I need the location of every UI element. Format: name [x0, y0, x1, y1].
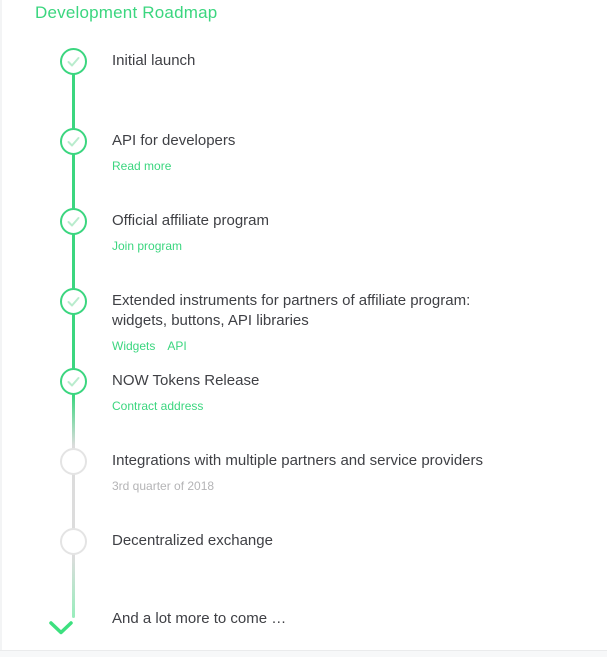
milestone-title: NOW Tokens Release [112, 372, 260, 389]
milestone-title: And a lot more to come … [112, 610, 287, 627]
roadmap-item-extended-instruments: Extended instruments for partners of aff… [60, 288, 589, 353]
check-icon [67, 57, 80, 67]
roadmap-item-affiliate-program: Official affiliate program Join program [60, 208, 589, 253]
roadmap-item-now-tokens-release: NOW Tokens Release Contract address [60, 368, 589, 413]
join-program-link[interactable]: Join program [112, 239, 183, 253]
milestone-marker-done [60, 368, 87, 395]
milestone-marker-upcoming [60, 448, 87, 475]
milestone-title: Integrations with multiple partners and … [112, 452, 484, 469]
roadmap-item-decentralized-exchange: Decentralized exchange [60, 528, 589, 555]
milestone-marker-more [49, 606, 87, 635]
bottom-section-divider [0, 650, 607, 657]
milestone-marker-done [60, 208, 87, 235]
roadmap-item-initial-launch: Initial launch [60, 48, 589, 75]
roadmap-item-integrations: Integrations with multiple partners and … [60, 448, 589, 493]
check-icon [67, 217, 80, 227]
milestone-title: Decentralized exchange [112, 532, 273, 549]
milestone-title: Extended instruments for partners of aff… [112, 292, 471, 329]
widgets-link[interactable]: Widgets [112, 339, 156, 353]
contract-address-link[interactable]: Contract address [112, 399, 204, 413]
check-icon [67, 137, 80, 147]
milestone-title: Official affiliate program [112, 212, 270, 229]
timeline-connector-line [72, 62, 75, 618]
api-link[interactable]: API [167, 339, 187, 353]
milestone-date-note: 3rd quarter of 2018 [112, 479, 215, 493]
milestone-marker-upcoming [60, 528, 87, 555]
chevron-down-icon [49, 621, 73, 635]
milestone-marker-done [60, 128, 87, 155]
milestone-title: Initial launch [112, 52, 196, 69]
milestone-marker-done [60, 288, 87, 315]
milestone-marker-done [60, 48, 87, 75]
milestone-title: API for developers [112, 132, 236, 149]
check-icon [67, 377, 80, 387]
left-edge-divider [0, 0, 2, 657]
page-title: Development Roadmap [35, 3, 218, 22]
roadmap-item-more-to-come: And a lot more to come … [49, 606, 589, 635]
read-more-link[interactable]: Read more [112, 159, 172, 173]
roadmap-item-api-for-developers: API for developers Read more [60, 128, 589, 173]
check-icon [67, 297, 80, 307]
